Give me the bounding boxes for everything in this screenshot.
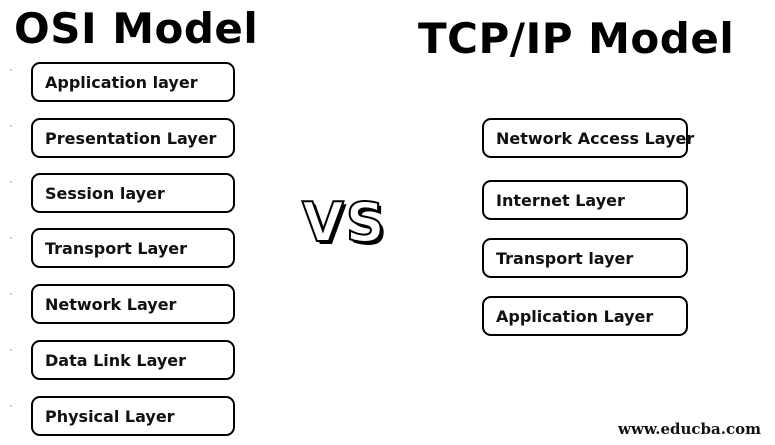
osi-layer-label: Physical Layer: [45, 406, 175, 426]
tcpip-layer-label: Application Layer: [496, 306, 654, 326]
osi-layer-label: Network Layer: [45, 294, 177, 314]
tcpip-layer-application: Application Layer: [482, 296, 688, 336]
versus-label: VS: [301, 191, 387, 254]
tcpip-layer-transport: Transport layer: [482, 238, 688, 278]
osi-layer-presentation: Presentation Layer: [31, 118, 235, 158]
tcpip-model-title: TCP/IP Model: [418, 14, 735, 63]
osi-layer-label: Application layer: [45, 72, 198, 92]
osi-layer-label: Session layer: [45, 183, 165, 203]
left-edge-marks: [10, 69, 12, 407]
tcpip-layer-network-access: Network Access Layer: [482, 118, 694, 158]
osi-model-title: OSI Model: [14, 4, 259, 53]
tcpip-layer-label: Network Access Layer: [496, 128, 695, 148]
osi-layer-physical: Physical Layer: [31, 396, 235, 436]
osi-layer-label: Presentation Layer: [45, 128, 217, 148]
tcpip-layer-internet: Internet Layer: [482, 180, 688, 220]
osi-layer-label: Transport Layer: [45, 238, 187, 258]
watermark-url: www.educba.com: [618, 420, 761, 438]
osi-layer-data-link: Data Link Layer: [31, 340, 235, 380]
osi-layer-session: Session layer: [31, 173, 235, 213]
osi-layer-label: Data Link Layer: [45, 350, 187, 370]
osi-layer-network: Network Layer: [31, 284, 235, 324]
tcpip-layer-label: Transport layer: [496, 248, 634, 268]
osi-layer-application: Application layer: [31, 62, 235, 102]
tcpip-layer-label: Internet Layer: [496, 190, 625, 210]
osi-layer-transport: Transport Layer: [31, 228, 235, 268]
